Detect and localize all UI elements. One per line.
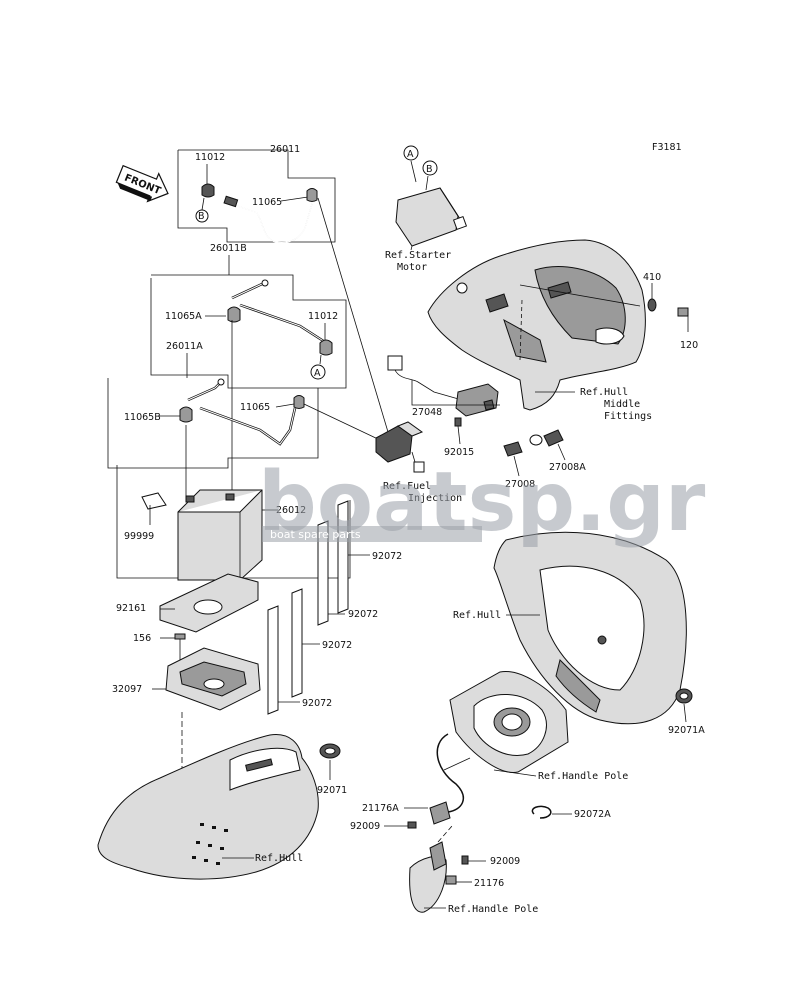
label-21176a: 21176A <box>362 803 399 814</box>
ref-handle-pole-1: Ref.Handle Pole <box>538 771 628 782</box>
label-92072a: 92072A <box>574 809 611 820</box>
battery-tray: 92161 156 <box>116 573 259 660</box>
hull-middle-fittings: Ref.Hull Middle Fittings <box>427 239 652 422</box>
marker-b-top: B <box>198 211 205 222</box>
label-156: 156 <box>133 633 151 644</box>
label-26011a: 26011A <box>166 341 203 352</box>
handle-pole-sensor: 92009 21176 Ref.Handle Pole <box>409 825 538 915</box>
label-11012-top: 11012 <box>195 152 225 163</box>
label-92072-b: 92072 <box>348 609 378 620</box>
ref-hull-mid-3: Fittings <box>604 411 652 422</box>
label-92072-a: 92072 <box>372 551 402 562</box>
ref-starter-1: Ref.Starter <box>385 250 451 261</box>
label-99999: 99999 <box>124 531 154 542</box>
watermark: boatsp.gr boat spare parts <box>258 455 706 550</box>
label-410: 410 <box>643 272 661 283</box>
handle-pole-plate: Ref.Handle Pole 21176A 92009 <box>350 670 628 832</box>
battery: 26012 99999 <box>116 465 351 581</box>
fuel-injection-relay: Ref.Fuel Injection <box>375 421 462 504</box>
ref-fuel-2: Injection <box>408 493 462 504</box>
front-arrow-icon: FRONT <box>115 164 169 203</box>
label-11065-mid: 11065 <box>240 402 270 413</box>
label-32097: 32097 <box>112 684 142 695</box>
label-92009-a: 92009 <box>350 821 380 832</box>
label-11065-top: 11065 <box>252 197 282 208</box>
label-27008a: 27008A <box>549 462 586 473</box>
label-27008: 27008 <box>505 479 535 490</box>
ref-handle-pole-2: Ref.Handle Pole <box>448 904 538 915</box>
harness-27048: 27048 92015 27008 27008A <box>387 355 586 490</box>
ref-hull-bottom: Ref.Hull <box>255 853 303 864</box>
ref-fuel-1: Ref.Fuel <box>383 481 431 492</box>
ref-hull-mid-1: Ref.Hull <box>580 387 628 398</box>
starter-motor: A B Ref.Starter Motor <box>385 145 468 273</box>
marker-a-mid: A <box>314 368 321 379</box>
label-26011: 26011 <box>270 144 300 155</box>
cable-assy-26011: 26011 11012 11065 B <box>177 144 389 433</box>
label-11012-mid: 11012 <box>308 311 338 322</box>
label-26012: 26012 <box>276 505 306 516</box>
marker-b-starter: B <box>426 164 433 175</box>
label-92072-c: 92072 <box>322 640 352 651</box>
label-92009-b: 92009 <box>490 856 520 867</box>
bolt-410-120: 410 120 <box>643 272 698 351</box>
hull-lower-left: Ref.Hull 92071 <box>97 734 347 880</box>
hull-right: Ref.Hull 92071A <box>453 531 705 736</box>
clip-92072a: 92072A <box>531 805 611 820</box>
ref-hull-mid-2: Middle <box>604 399 640 410</box>
ref-hull-right: Ref.Hull <box>453 610 501 621</box>
label-120: 120 <box>680 340 698 351</box>
label-21176: 21176 <box>474 878 504 889</box>
figure-code: F3181 <box>652 142 682 153</box>
label-92072-d: 92072 <box>302 698 332 709</box>
label-92161: 92161 <box>116 603 146 614</box>
label-27048: 27048 <box>412 407 442 418</box>
cable-assy-26011b: 26011B 11065A 11012 A <box>150 243 347 500</box>
ref-starter-2: Motor <box>397 262 427 273</box>
label-26011b: 26011B <box>210 243 247 254</box>
label-92071: 92071 <box>317 785 347 796</box>
label-92071a: 92071A <box>668 725 705 736</box>
watermark-tagline: boat spare parts <box>270 528 361 541</box>
label-11065b: 11065B <box>124 412 161 423</box>
marker-a-starter: A <box>407 149 414 160</box>
label-92015: 92015 <box>444 447 474 458</box>
label-11065a: 11065A <box>165 311 202 322</box>
cable-assy-26011a: 26011A 11065B 11065 <box>107 341 381 500</box>
